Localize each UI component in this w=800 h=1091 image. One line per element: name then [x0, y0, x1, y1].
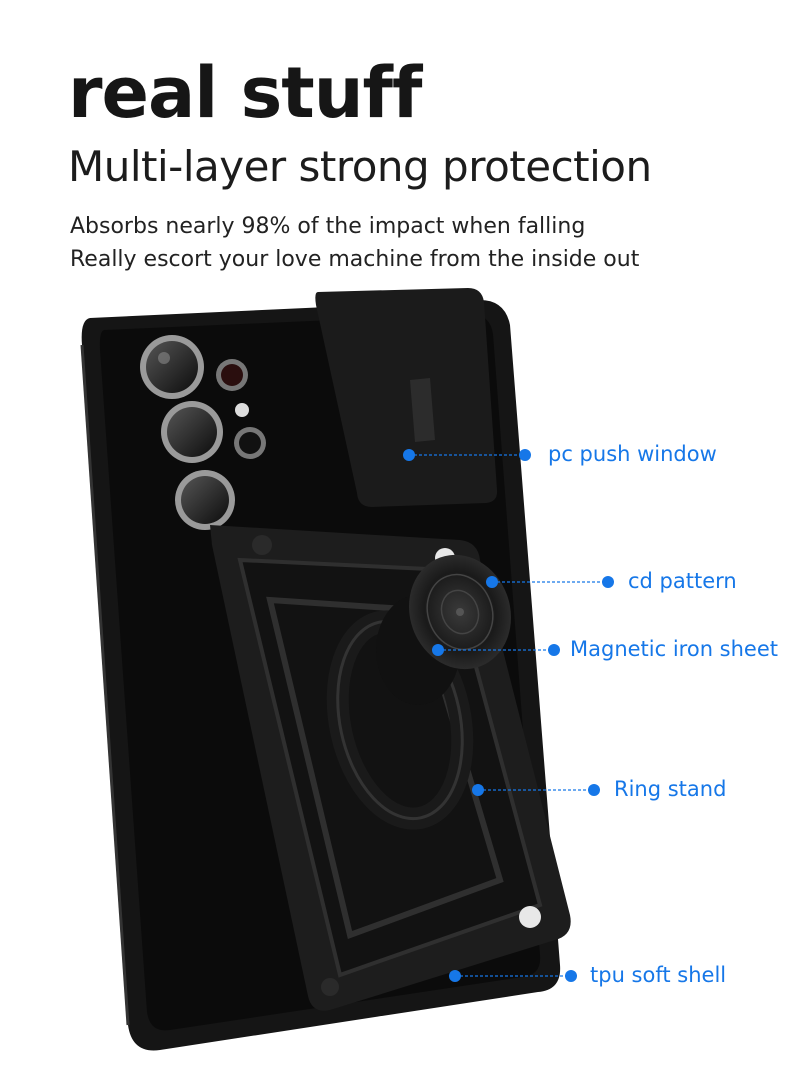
headline: real stuff [68, 52, 422, 134]
callout-pc-push-window-leader [403, 449, 531, 461]
callout-magnetic-iron-sheet-leader [432, 644, 560, 656]
phone-case-illustration [80, 288, 614, 1051]
callout-cd-pattern-leader [486, 576, 614, 588]
description-line-1: Absorbs nearly 98% of the impact when fa… [70, 214, 586, 239]
callout-pc-push-window: pc push window [548, 442, 717, 466]
camera-module [140, 335, 266, 530]
callout-ring-stand: Ring stand [614, 777, 727, 801]
cd-pattern-knob [376, 554, 512, 705]
ring-stand [326, 610, 474, 830]
callout-tpu-soft-shell: tpu soft shell [590, 963, 727, 987]
pc-push-window [315, 288, 498, 507]
description-line-2: Really escort your love machine from the… [70, 247, 640, 272]
callout-ring-stand-leader [472, 784, 600, 796]
callout-cd-pattern: cd pattern [628, 569, 737, 593]
callout-tpu-soft-shell-leader [449, 970, 577, 982]
callout-magnetic-iron-sheet: Magnetic iron sheet [570, 637, 779, 661]
subheadline: Multi-layer strong protection [68, 142, 652, 191]
